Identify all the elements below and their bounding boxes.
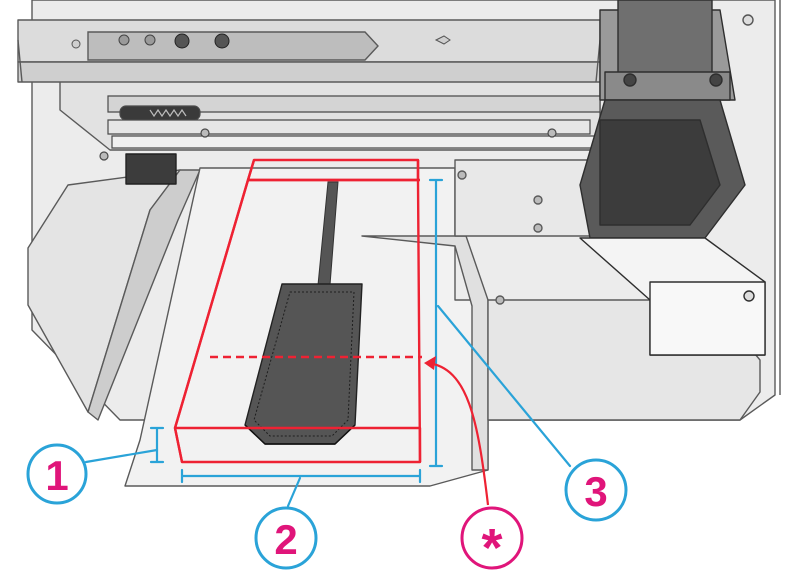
- callout-1: 1: [26, 443, 88, 505]
- disc-tray: [244, 283, 363, 445]
- robotic-arm: [579, 0, 781, 395]
- star-arrow: [424, 356, 490, 506]
- depth-dimension: [428, 178, 444, 468]
- width-dimension: [180, 468, 422, 484]
- callout-star-label: *: [481, 518, 502, 578]
- control-panel: [71, 31, 451, 61]
- roller-shaft: [99, 95, 601, 161]
- panel-button-icon: [144, 34, 156, 46]
- media-area-box: [173, 158, 422, 464]
- callout-1-label: 1: [45, 452, 68, 499]
- panel-button-icon: [118, 34, 130, 46]
- callout-2-label: 2: [274, 516, 297, 563]
- left-side-wall: [27, 153, 201, 421]
- callout-3: 3: [564, 458, 628, 522]
- dimension-markers: [84, 178, 572, 508]
- pause-button-icon: [214, 33, 230, 49]
- callout-star: *: [460, 506, 524, 578]
- callout-2: 2: [254, 506, 318, 570]
- height-dimension: [149, 426, 165, 464]
- callout-3-label: 3: [584, 468, 607, 515]
- power-button-icon: [174, 33, 190, 49]
